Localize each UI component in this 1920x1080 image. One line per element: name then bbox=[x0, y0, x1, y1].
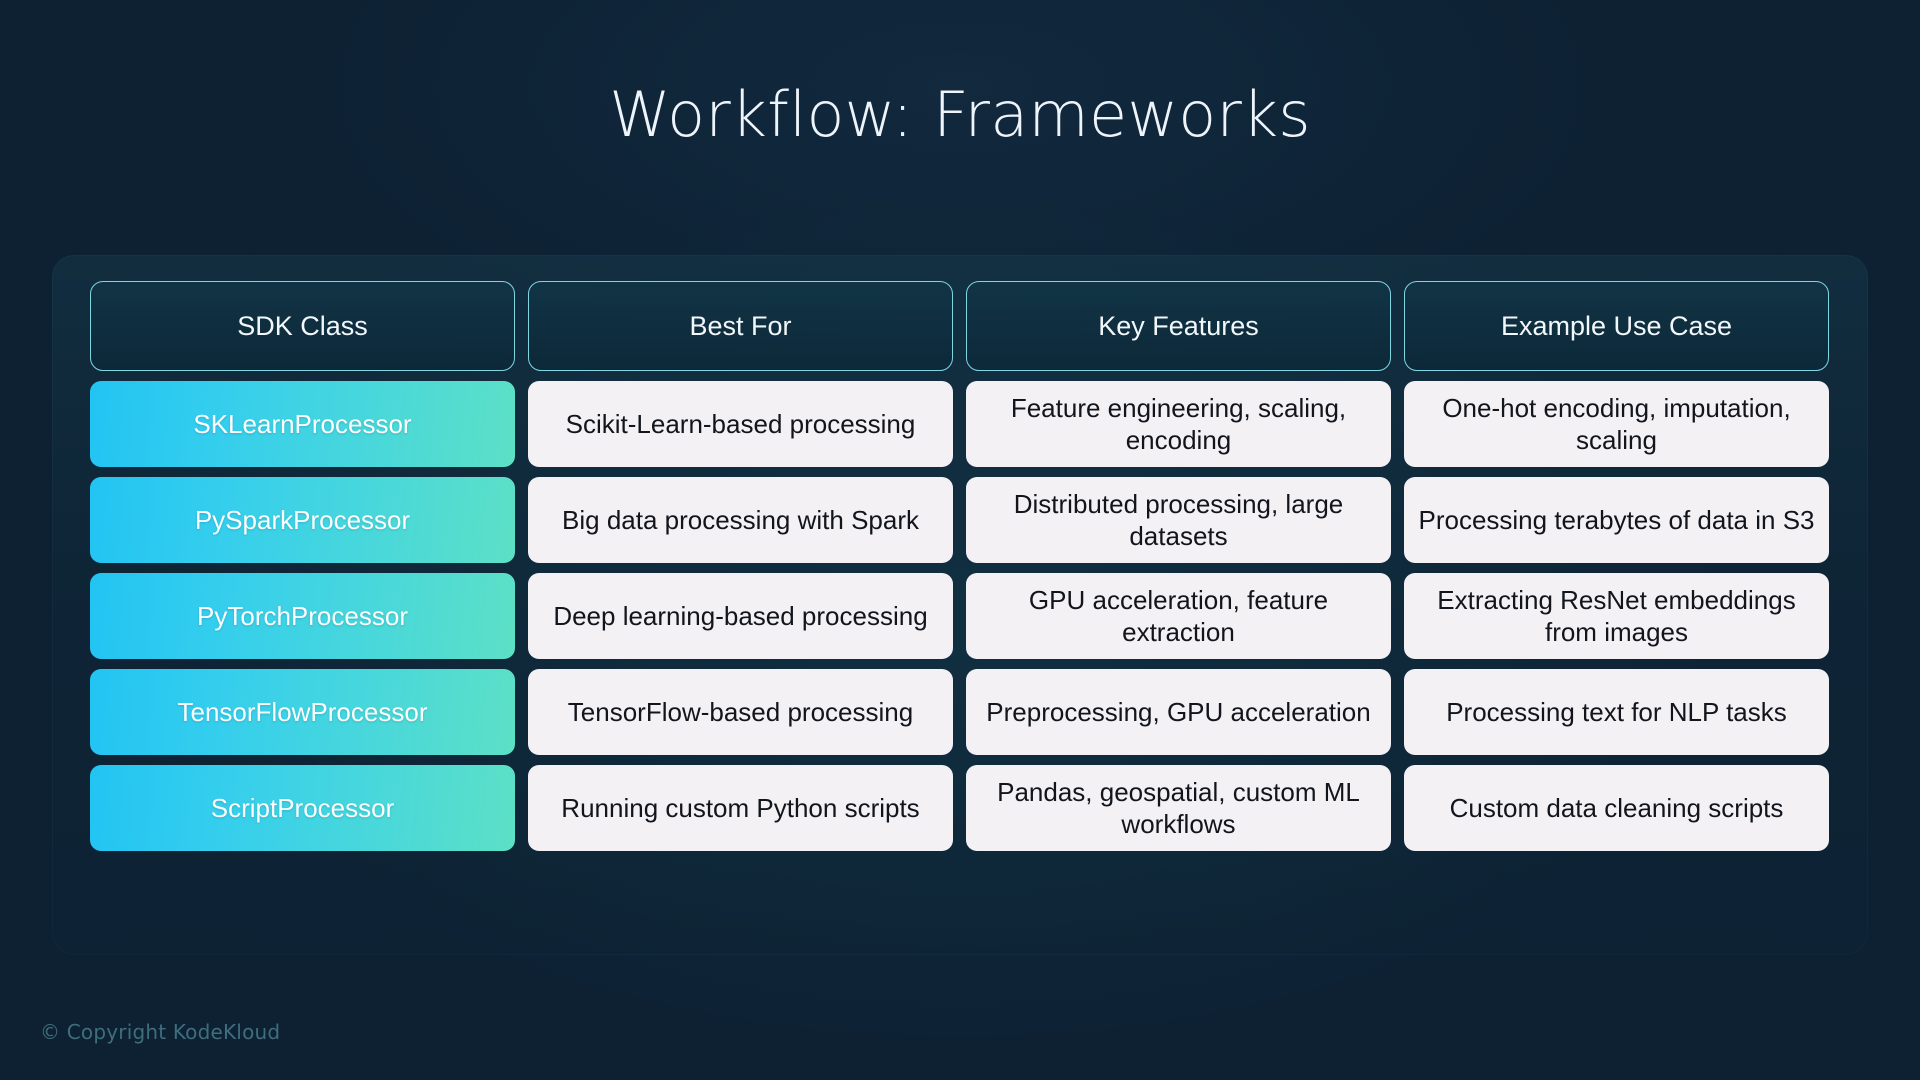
cell-example-use-case: Extracting ResNet embeddings from images bbox=[1404, 573, 1829, 659]
column-header-example-use-case: Example Use Case bbox=[1404, 281, 1829, 371]
cell-example-use-case: Processing terabytes of data in S3 bbox=[1404, 477, 1829, 563]
cell-best-for: TensorFlow-based processing bbox=[528, 669, 953, 755]
table-row: PyTorchProcessor Deep learning-based pro… bbox=[90, 573, 1830, 659]
table-row: TensorFlowProcessor TensorFlow-based pro… bbox=[90, 669, 1830, 755]
cell-example-use-case: Custom data cleaning scripts bbox=[1404, 765, 1829, 851]
cell-sdk-class: TensorFlowProcessor bbox=[90, 669, 515, 755]
cell-best-for: Deep learning-based processing bbox=[528, 573, 953, 659]
cell-key-features: Distributed processing, large datasets bbox=[966, 477, 1391, 563]
cell-key-features: Feature engineering, scaling, encoding bbox=[966, 381, 1391, 467]
cell-key-features: GPU acceleration, feature extraction bbox=[966, 573, 1391, 659]
frameworks-table: SDK Class Best For Key Features Example … bbox=[90, 281, 1830, 851]
cell-example-use-case: One-hot encoding, imputation, scaling bbox=[1404, 381, 1829, 467]
copyright-footer: © Copyright KodeKloud bbox=[40, 1020, 281, 1044]
column-header-key-features: Key Features bbox=[966, 281, 1391, 371]
cell-key-features: Pandas, geospatial, custom ML workflows bbox=[966, 765, 1391, 851]
cell-sdk-class: ScriptProcessor bbox=[90, 765, 515, 851]
page-title: Workflow: Frameworks bbox=[609, 78, 1311, 151]
table-header-row: SDK Class Best For Key Features Example … bbox=[90, 281, 1830, 371]
table-row: SKLearnProcessor Scikit-Learn-based proc… bbox=[90, 381, 1830, 467]
cell-best-for: Big data processing with Spark bbox=[528, 477, 953, 563]
cell-sdk-class: PyTorchProcessor bbox=[90, 573, 515, 659]
column-header-sdk-class: SDK Class bbox=[90, 281, 515, 371]
cell-sdk-class: SKLearnProcessor bbox=[90, 381, 515, 467]
cell-key-features: Preprocessing, GPU acceleration bbox=[966, 669, 1391, 755]
cell-best-for: Scikit-Learn-based processing bbox=[528, 381, 953, 467]
column-header-best-for: Best For bbox=[528, 281, 953, 371]
table-row: PySparkProcessor Big data processing wit… bbox=[90, 477, 1830, 563]
cell-best-for: Running custom Python scripts bbox=[528, 765, 953, 851]
cell-example-use-case: Processing text for NLP tasks bbox=[1404, 669, 1829, 755]
cell-sdk-class: PySparkProcessor bbox=[90, 477, 515, 563]
table-row: ScriptProcessor Running custom Python sc… bbox=[90, 765, 1830, 851]
